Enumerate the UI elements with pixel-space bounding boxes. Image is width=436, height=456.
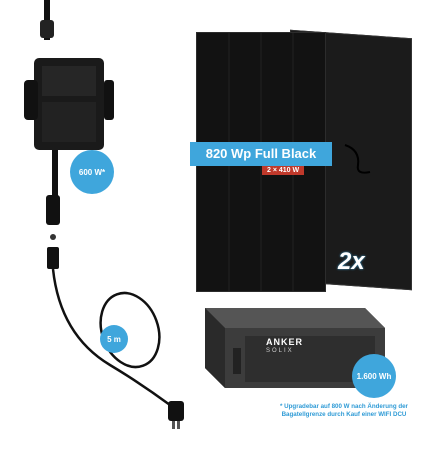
panel-cable-icon <box>344 144 371 174</box>
battery-capacity-badge: 1.600 Wh <box>352 354 396 398</box>
footnote-line-1: * Upgradebar auf 800 W nach Änderung der <box>280 403 408 410</box>
panel-quantity-label: 2x <box>338 248 365 275</box>
inverter-power-badge: 600 W* <box>70 150 114 194</box>
battery-brand: ANKER <box>266 337 304 347</box>
cable-length-badge: 5 m <box>100 325 128 353</box>
footnote: * Upgradebar auf 800 W nach Änderung der… <box>258 403 430 420</box>
battery-unit <box>205 308 385 388</box>
panel-power-label: 820 Wp Full Black <box>190 142 332 166</box>
footnote-line-2: Bagatellgrenze durch Kauf einer WIFI DCU <box>281 411 407 419</box>
battery-sub-brand: SOLIX <box>266 348 294 354</box>
microinverter <box>24 0 114 200</box>
panel-sub-label: 2 × 410 W <box>262 166 305 175</box>
ac-cable <box>46 195 184 429</box>
